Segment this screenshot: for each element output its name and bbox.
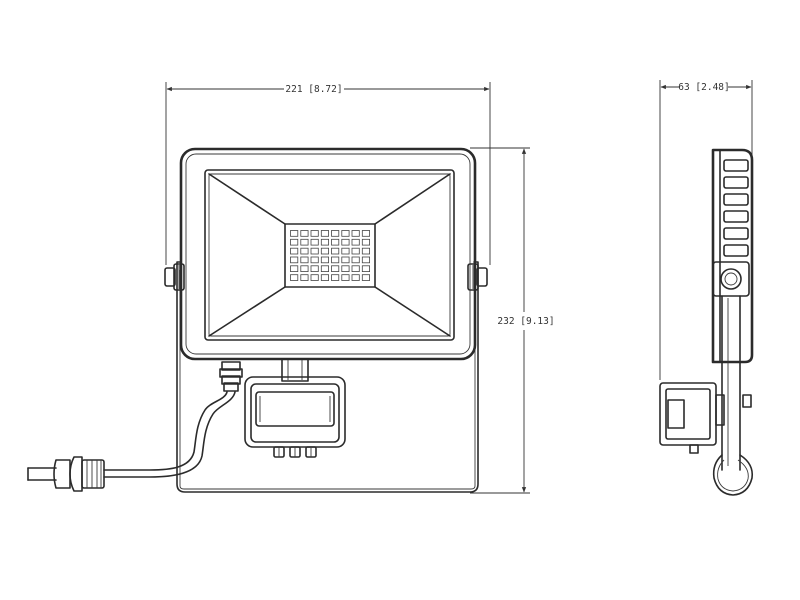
led-chip — [361, 238, 370, 246]
led-chip — [310, 256, 319, 264]
floodlight-housing — [179, 147, 477, 361]
led-chip — [300, 247, 309, 255]
sensor-adjust-knobs — [273, 446, 317, 458]
led-chip — [361, 265, 370, 272]
led-chip — [331, 265, 340, 272]
bracket-foot — [712, 454, 754, 496]
led-chip — [331, 247, 340, 255]
housing-side — [711, 148, 754, 364]
led-chip — [320, 265, 329, 272]
led-chip — [320, 230, 329, 237]
led-chip — [341, 247, 350, 255]
led-chip — [341, 265, 350, 272]
led-chip — [351, 274, 360, 281]
led-chip — [341, 274, 350, 281]
led-chip — [290, 265, 299, 272]
height-dimension-label: 232 [9.13] — [497, 316, 554, 327]
heat-sink-fin — [723, 176, 749, 189]
width-dimension-label: 221 [8.72] — [285, 84, 342, 95]
motion-sensor — [244, 376, 346, 458]
led-array — [290, 230, 370, 281]
height-dimension: 232 [9.13] — [470, 147, 555, 494]
led-chip — [331, 238, 340, 246]
bracket-knob-left — [164, 263, 185, 291]
led-chip — [310, 247, 319, 255]
heat-sink-fins — [723, 159, 749, 257]
heat-sink-fin — [723, 193, 749, 206]
led-chip — [300, 274, 309, 281]
bracket-knob-right — [467, 263, 488, 291]
led-chip — [361, 274, 370, 281]
front-view: 221 [8.72] 232 [9.13] — [27, 82, 555, 494]
power-cable — [103, 391, 236, 478]
led-chip — [331, 256, 340, 264]
led-chip — [361, 230, 370, 237]
led-chip — [300, 265, 309, 272]
led-chip — [361, 247, 370, 255]
side-bracket-arm — [712, 261, 750, 471]
led-chip — [290, 256, 299, 264]
led-chip — [310, 230, 319, 237]
led-chip — [290, 230, 299, 237]
depth-dimension: 63 [2.48] — [659, 80, 753, 380]
led-chip — [361, 256, 370, 264]
led-chip — [300, 256, 309, 264]
led-chip — [310, 265, 319, 272]
led-chip — [351, 265, 360, 272]
led-chip — [341, 230, 350, 237]
heat-sink-fin — [723, 159, 749, 172]
led-chip — [310, 238, 319, 246]
width-dimension: 221 [8.72] — [165, 82, 491, 265]
led-chip — [320, 274, 329, 281]
cable-gland — [219, 361, 243, 392]
heat-sink-fin — [723, 210, 749, 223]
depth-dimension-label: 63 [2.48] — [678, 82, 729, 93]
led-chip — [320, 256, 329, 264]
led-chip — [300, 238, 309, 246]
led-chip — [320, 247, 329, 255]
led-chip — [351, 230, 360, 237]
led-chip — [351, 247, 360, 255]
led-chip — [341, 238, 350, 246]
led-chip — [300, 230, 309, 237]
led-chip — [320, 238, 329, 246]
led-chip — [341, 256, 350, 264]
led-chip — [331, 274, 340, 281]
led-chip — [331, 230, 340, 237]
led-chip — [290, 238, 299, 246]
led-chip — [290, 247, 299, 255]
led-chip — [351, 256, 360, 264]
mounting-bracket — [176, 261, 479, 493]
led-chip — [290, 274, 299, 281]
led-chip — [351, 238, 360, 246]
heat-sink-fin — [723, 244, 749, 257]
power-plug — [27, 456, 105, 492]
led-chip — [310, 274, 319, 281]
side-view: 63 [2.48] — [659, 80, 754, 496]
heat-sink-fin — [723, 227, 749, 240]
sensor-side — [659, 382, 752, 454]
